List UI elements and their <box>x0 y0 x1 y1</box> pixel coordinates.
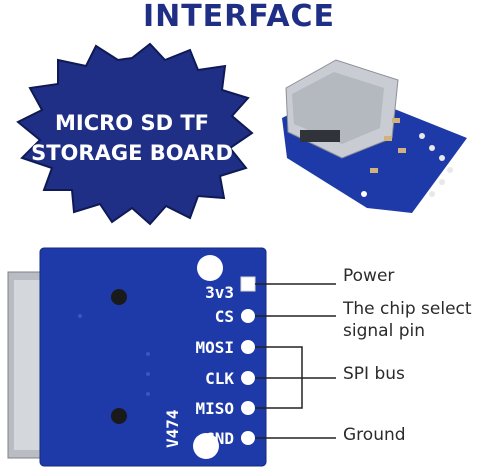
pin-label-gnd: GND <box>205 429 234 448</box>
badge-line-1: MICRO SD TF <box>55 111 209 135</box>
pin-pad-3v3 <box>240 276 256 292</box>
label-chip-select-2: signal pin <box>343 321 425 341</box>
label-spi-bus: SPI bus <box>343 364 405 384</box>
starburst-badge <box>16 42 254 226</box>
badge-line-2: STORAGE BOARD <box>31 141 233 165</box>
leader-lines <box>255 283 336 439</box>
via-lower <box>111 408 127 424</box>
board-marking: V474 <box>163 409 182 448</box>
pin-pad-clk <box>241 371 255 385</box>
mount-hole-top <box>197 255 223 281</box>
via-upper <box>111 289 127 305</box>
pin-pad-miso <box>241 401 255 415</box>
pin-label-mosi: MOSI <box>195 338 234 357</box>
sd-card-slot <box>7 271 45 459</box>
pin-label-3v3: 3v3 <box>205 283 234 302</box>
pin-label-cs: CS <box>215 307 234 326</box>
label-ground: Ground <box>343 425 406 445</box>
product-photo <box>282 59 467 213</box>
pin-pad-gnd <box>241 431 255 445</box>
pcb-board <box>39 247 267 467</box>
label-chip-select-1: The chip select <box>343 299 472 319</box>
pin-label-miso: MISO <box>195 399 234 418</box>
label-power: Power <box>343 266 395 286</box>
pin-label-clk: CLK <box>205 369 234 388</box>
mount-hole-bottom <box>193 433 219 459</box>
page-title: INTERFACE <box>142 0 336 34</box>
pin-pad-cs <box>241 309 255 323</box>
pin-pad-mosi <box>241 340 255 354</box>
